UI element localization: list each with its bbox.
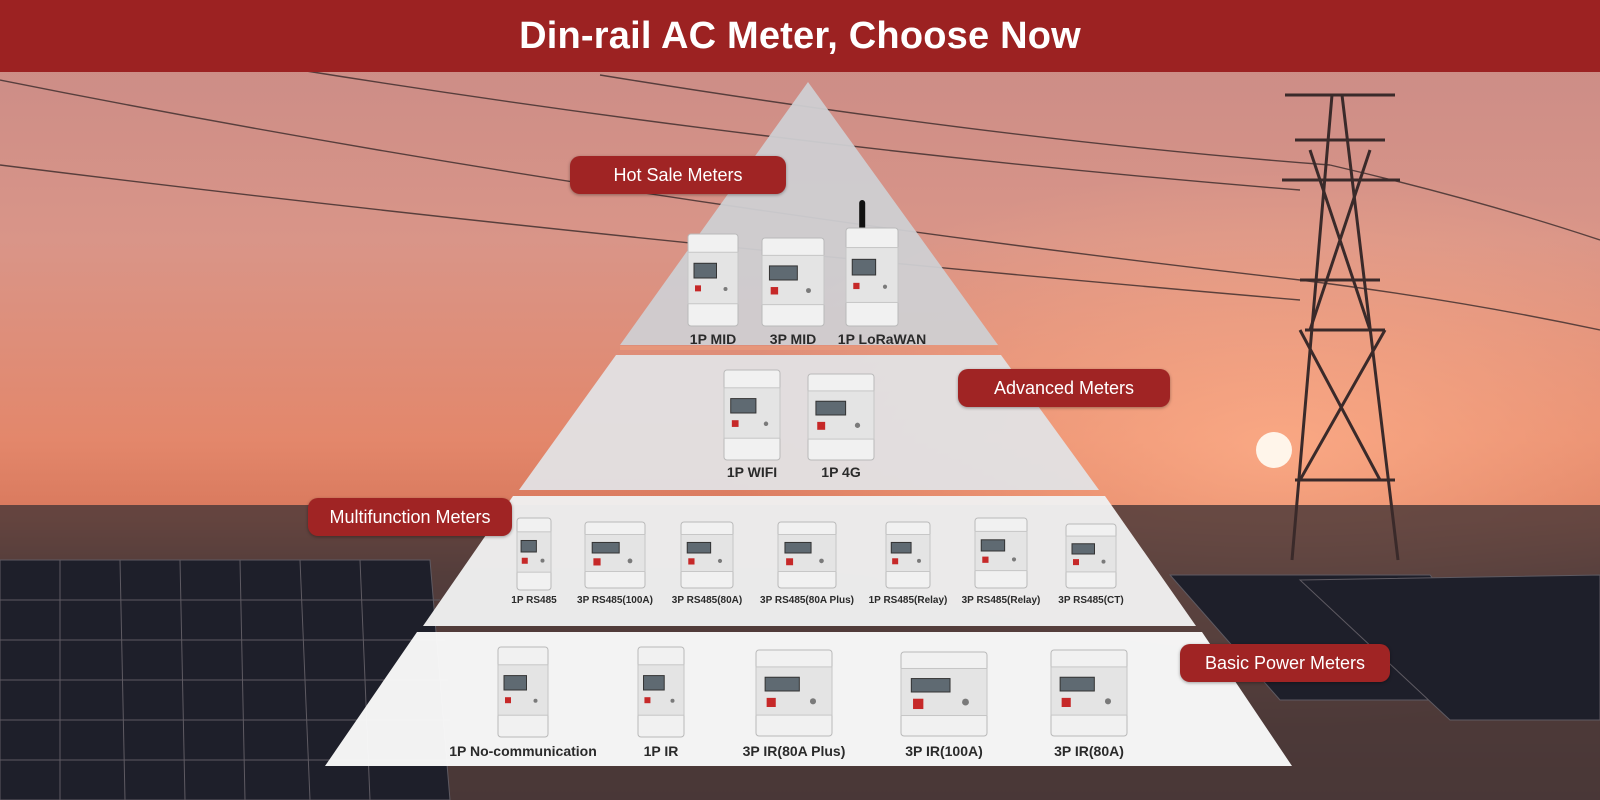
electricity-meter-icon[interactable] [580, 520, 650, 590]
product-label[interactable]: 3P RS485(80A Plus) [760, 595, 854, 606]
product-label[interactable]: 1P RS485 [511, 595, 557, 606]
electricity-meter-icon[interactable] [1061, 522, 1121, 590]
product-label[interactable]: 1P IR [643, 743, 679, 759]
electricity-meter-icon[interactable] [1046, 648, 1132, 738]
electricity-meter-icon[interactable] [841, 200, 903, 328]
electricity-meter-icon[interactable] [493, 645, 553, 739]
electricity-meter-icon[interactable] [773, 520, 841, 590]
product-label[interactable]: 1P No-communication [449, 743, 597, 759]
product-label[interactable]: 3P RS485(Relay) [961, 595, 1041, 606]
electricity-meter-icon[interactable] [676, 520, 738, 590]
hot-sale-meters-badge[interactable]: Hot Sale Meters [570, 156, 786, 194]
product-label[interactable]: 1P LoRaWAN [837, 331, 927, 347]
product-label[interactable]: 1P WIFI [726, 464, 778, 480]
electricity-meter-icon[interactable] [757, 236, 829, 328]
advanced-meters-badge[interactable]: Advanced Meters [958, 369, 1170, 407]
product-label[interactable]: 3P RS485(80A) [671, 595, 743, 606]
product-label[interactable]: 1P 4G [821, 464, 861, 480]
product-label[interactable]: 1P MID [689, 331, 737, 347]
electricity-meter-icon[interactable] [719, 368, 785, 462]
electricity-meter-icon[interactable] [970, 516, 1032, 590]
basic-power-meters-badge[interactable]: Basic Power Meters [1180, 644, 1390, 682]
electricity-meter-icon[interactable] [751, 648, 837, 738]
product-label[interactable]: 1P RS485(Relay) [868, 595, 948, 606]
electricity-meter-icon[interactable] [803, 372, 879, 462]
electricity-meter-icon[interactable] [683, 232, 743, 328]
electricity-meter-icon[interactable] [896, 650, 992, 738]
product-label[interactable]: 3P MID [769, 331, 817, 347]
product-label[interactable]: 3P IR(100A) [905, 743, 983, 759]
product-label[interactable]: 3P RS485(100A) [577, 595, 653, 606]
title-banner: Din-rail AC Meter, Choose Now [0, 0, 1600, 72]
electricity-meter-icon[interactable] [512, 516, 556, 592]
product-label[interactable]: 3P IR(80A) [1054, 743, 1124, 759]
product-label[interactable]: 3P RS485(CT) [1058, 595, 1124, 606]
multifunction-meters-badge[interactable]: Multifunction Meters [308, 498, 512, 536]
electricity-meter-icon[interactable] [633, 645, 689, 739]
electricity-meter-icon[interactable] [881, 520, 935, 590]
product-label[interactable]: 3P IR(80A Plus) [742, 743, 846, 759]
page-title: Din-rail AC Meter, Choose Now [519, 14, 1081, 57]
